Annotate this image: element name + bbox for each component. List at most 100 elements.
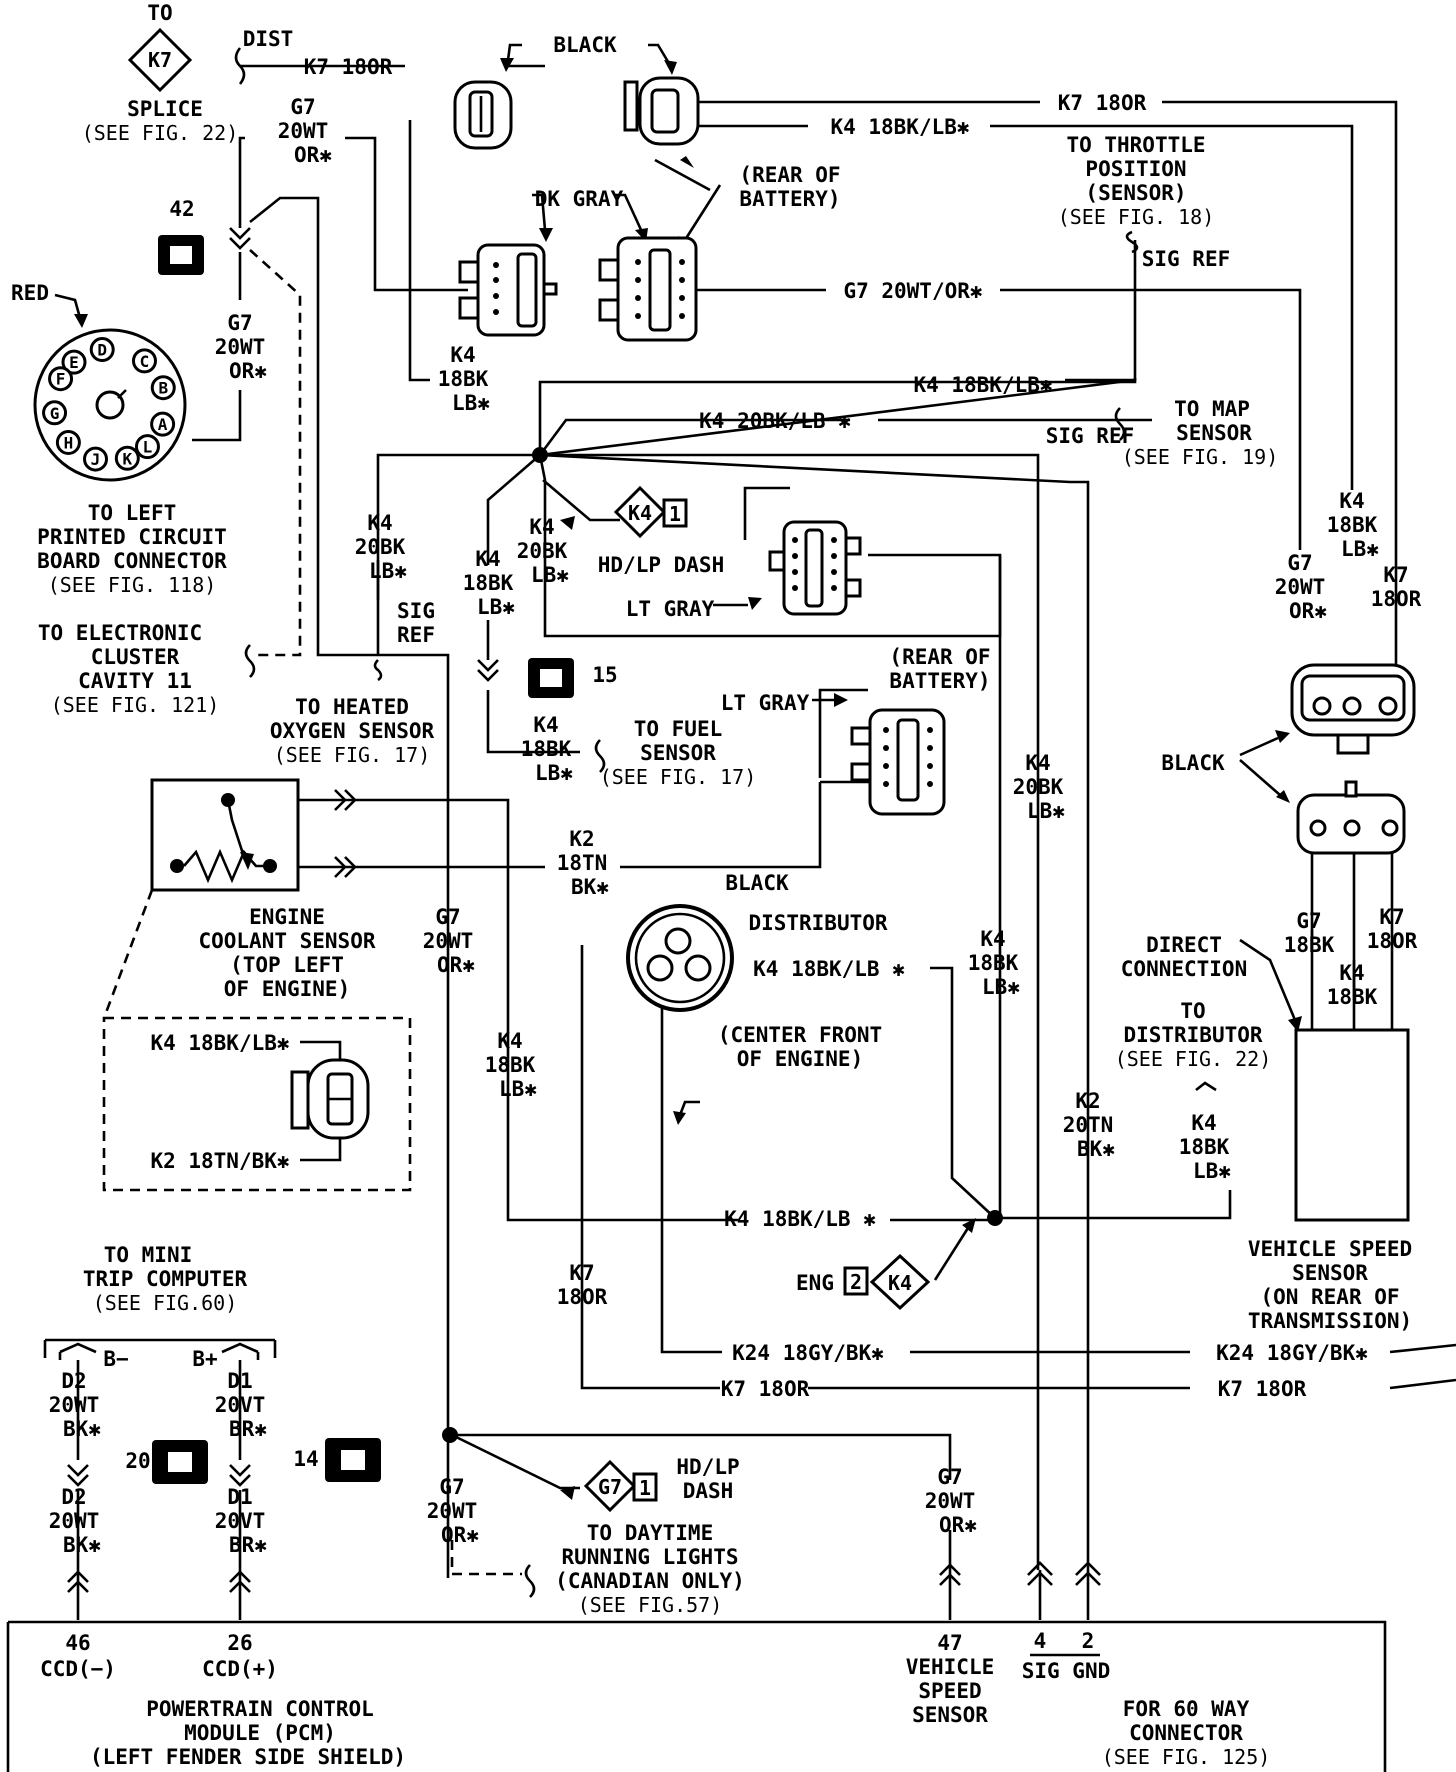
label-k7-u2: 18OR xyxy=(557,1285,608,1309)
label-mini-1: TO MINI xyxy=(104,1243,193,1267)
label-k24-b: K24 18GY/BK✱ xyxy=(1216,1341,1368,1365)
label-g7-o1: G7 xyxy=(1296,909,1321,933)
diamond-g7-hd-lp-dash xyxy=(583,1459,658,1513)
label-k24-a: K24 18GY/BK✱ xyxy=(732,1341,884,1365)
label-pin4: 4 xyxy=(1034,1629,1047,1653)
label-g7-v2: 20WT xyxy=(427,1499,478,1523)
label-k4-n2: 18BK xyxy=(968,951,1019,975)
label-left-pcb-4: (SEE FIG. 118) xyxy=(48,573,217,597)
label-rear-batt-1a: (REAR OF xyxy=(739,163,840,187)
pin-label-K: K xyxy=(122,449,132,468)
square-terminal-20 xyxy=(152,1440,208,1484)
label-sig-ref-c1: SIG xyxy=(397,599,435,623)
label-todist-1: TO xyxy=(1180,999,1205,1023)
label-k4-c3: LB✱ xyxy=(452,391,490,415)
label-k7-u1: K7 xyxy=(569,1261,594,1285)
label-g7-m2: 20WT xyxy=(423,929,474,953)
label-k4-18bklb-dist: K4 18BK/LB ✱ xyxy=(753,957,905,981)
label-k2-18tnbk-ins: K2 18TN/BK✱ xyxy=(150,1149,289,1173)
label-left-pcb-3: BOARD CONNECTOR xyxy=(37,549,227,573)
label-k7-18or-low-b: K7 18OR xyxy=(1218,1377,1307,1401)
label-vss-3: (ON REAR OF xyxy=(1260,1285,1399,1309)
pin-G xyxy=(42,400,68,426)
label-black-top: BLACK xyxy=(553,33,617,57)
label-dk-gray: DK GRAY xyxy=(535,187,624,211)
label-rear-batt-2a: (REAR OF xyxy=(889,645,990,669)
label-b-plus: B+ xyxy=(192,1347,217,1371)
label-k4-d3: LB✱ xyxy=(369,559,407,583)
label-elec-1: TO ELECTRONIC xyxy=(38,621,202,645)
label-left-pcb-2: PRINTED CIRCUIT xyxy=(37,525,227,549)
label-throttle-3: (SENSOR) xyxy=(1085,181,1186,205)
label-one-a: 1 xyxy=(669,502,681,526)
label-pcm-2: MODULE (PCM) xyxy=(184,1721,336,1745)
label-k7-j1: K7 xyxy=(1383,563,1408,587)
label-k4-e1: K4 xyxy=(529,515,554,539)
label-g7-w1: G7 xyxy=(937,1465,962,1489)
label-drl-2: RUNNING LIGHTS xyxy=(561,1545,738,1569)
label-conn60-1: FOR 60 WAY xyxy=(1123,1697,1250,1721)
label-todist-2: DISTRIBUTOR xyxy=(1123,1023,1262,1047)
wires xyxy=(43,47,1456,1620)
label-k4-r2: 18BK xyxy=(485,1053,536,1077)
label-k7-18or-top: K7 18OR xyxy=(304,55,393,79)
black-connector-top-right xyxy=(623,76,700,146)
label-oxy-3: (SEE FIG. 17) xyxy=(274,743,431,767)
diamond-eng-k4 xyxy=(843,1253,931,1311)
label-pcm-1: POWERTRAIN CONTROL xyxy=(146,1697,374,1721)
label-fuel-1: TO FUEL xyxy=(634,717,723,741)
label-k4-e2: 20BK xyxy=(517,539,568,563)
pin-E xyxy=(61,349,87,375)
label-num15: 15 xyxy=(592,663,617,687)
label-k4-h3: LB✱ xyxy=(1027,799,1065,823)
label-k7-p1: K7 xyxy=(1379,905,1404,929)
label-g7-b3: OR✱ xyxy=(229,359,267,383)
label-mini-2: TRIP COMPUTER xyxy=(83,1267,248,1291)
label-lt-gray-b: LT GRAY xyxy=(721,691,810,715)
label-pin46: 46 xyxy=(65,1631,90,1655)
label-k2-l2: 18TN xyxy=(557,851,608,875)
label-d1-b1: D1 xyxy=(227,1485,252,1509)
label-k7-diamond: K7 xyxy=(148,48,172,72)
pin-label-E: E xyxy=(69,353,79,372)
label-map-sensor: SENSOR xyxy=(1176,421,1252,445)
trip-computer-brackets xyxy=(58,1081,1217,1360)
label-see-fig22-a: (SEE FIG. 22) xyxy=(82,121,239,145)
label-k4-t1: K4 xyxy=(1191,1111,1216,1135)
label-g7-v3: OR✱ xyxy=(441,1523,479,1547)
label-red: RED xyxy=(11,281,49,305)
label-lt-gray-a: LT GRAY xyxy=(626,597,715,621)
label-drl-4: (SEE FIG.57) xyxy=(578,1593,723,1617)
label-k4-f3: LB✱ xyxy=(477,595,515,619)
coolant-sensor-inset xyxy=(102,889,412,1192)
label-k4-t3: LB✱ xyxy=(1193,1159,1231,1183)
label-ccd-minus: CCD(−) xyxy=(40,1657,116,1681)
label-sig-gnd: SIG GND xyxy=(1022,1659,1111,1683)
label-d2-b2: 20WT xyxy=(49,1509,100,1533)
label-g7-b1: G7 xyxy=(227,311,252,335)
label-k4-h1: K4 xyxy=(1025,751,1050,775)
label-cfe-1: (CENTER FRONT xyxy=(718,1023,882,1047)
label-ecs-2: COOLANT SENSOR xyxy=(198,929,375,953)
black-connector-top-left xyxy=(453,80,513,150)
label-k7-18or-right: K7 18OR xyxy=(1058,91,1147,115)
label-k4-i2: 18BK xyxy=(1327,513,1378,537)
label-k7-j2: 18OR xyxy=(1371,587,1422,611)
label-k4-g3: LB✱ xyxy=(535,761,573,785)
label-throttle-1: TO THROTTLE xyxy=(1066,133,1205,157)
text-labels: TO K7 SPLICE (SEE FIG. 22) DIST K7 18OR … xyxy=(11,1,1422,1769)
pin-label-H: H xyxy=(64,433,74,452)
label-pin2: 2 xyxy=(1082,1629,1095,1653)
pin-label-F: F xyxy=(56,370,66,389)
pin-B xyxy=(150,375,176,401)
label-conn60-3: (SEE FIG. 125) xyxy=(1102,1745,1271,1769)
label-d2-b3: BK✱ xyxy=(63,1533,101,1557)
label-num14: 14 xyxy=(293,1447,318,1471)
label-g7-b2: 20WT xyxy=(215,335,266,359)
label-direct-2: CONNECTION xyxy=(1121,957,1247,981)
pin-label-D: D xyxy=(97,341,107,360)
label-black-right: BLACK xyxy=(1161,751,1225,775)
label-k2-s1: K2 xyxy=(1075,1089,1100,1113)
